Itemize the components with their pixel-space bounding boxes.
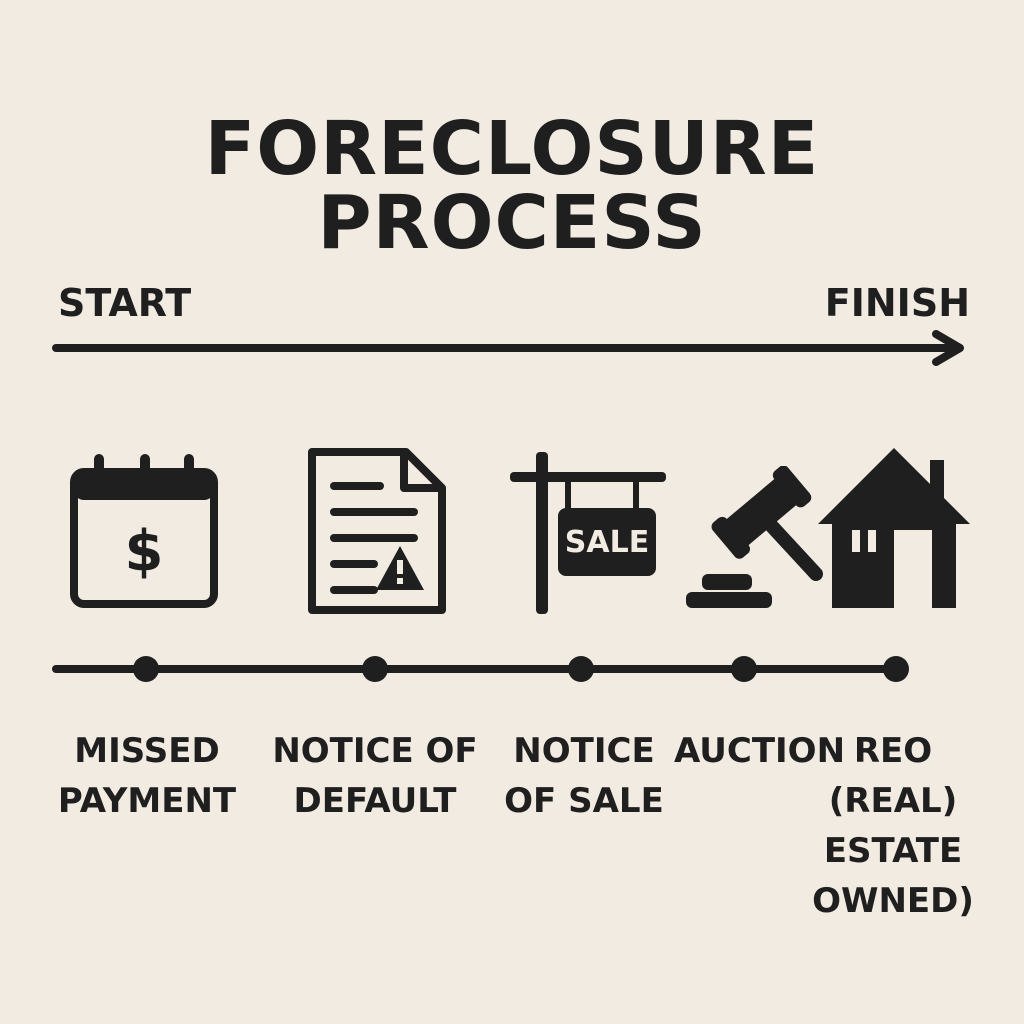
- start-label: START: [58, 281, 192, 325]
- step-label-notice-of-sale: NOTICE OF SALE: [504, 731, 664, 821]
- sale-sign-text: SALE: [565, 525, 649, 560]
- document-warning-icon: [308, 448, 446, 614]
- timeline-dot-notice-of-sale: [568, 656, 594, 682]
- page-title: FORECLOSURE PROCESS: [204, 106, 820, 266]
- calendar-dollar-symbol: $: [125, 519, 164, 584]
- step-timeline: [52, 656, 909, 682]
- gavel-icon: [686, 466, 823, 608]
- finish-label: FINISH: [824, 281, 970, 325]
- timeline-dot-reo: [883, 656, 909, 682]
- calendar-dollar-icon: $: [70, 454, 218, 608]
- timeline-dot-missed-payment: [133, 656, 159, 682]
- step-label-missed-payment: MISSED PAYMENT: [57, 731, 237, 821]
- progress-arrow: [52, 330, 964, 366]
- timeline-dot-auction: [731, 656, 757, 682]
- timeline-dot-notice-of-default: [362, 656, 388, 682]
- house-icon: [818, 448, 970, 608]
- step-label-auction: AUCTION: [674, 731, 846, 771]
- sale-sign-icon: SALE: [510, 452, 666, 614]
- step-label-reo: REO (REAL) ESTATE OWNED): [812, 731, 974, 921]
- step-label-notice-of-default: NOTICE OF DEFAULT: [272, 731, 478, 821]
